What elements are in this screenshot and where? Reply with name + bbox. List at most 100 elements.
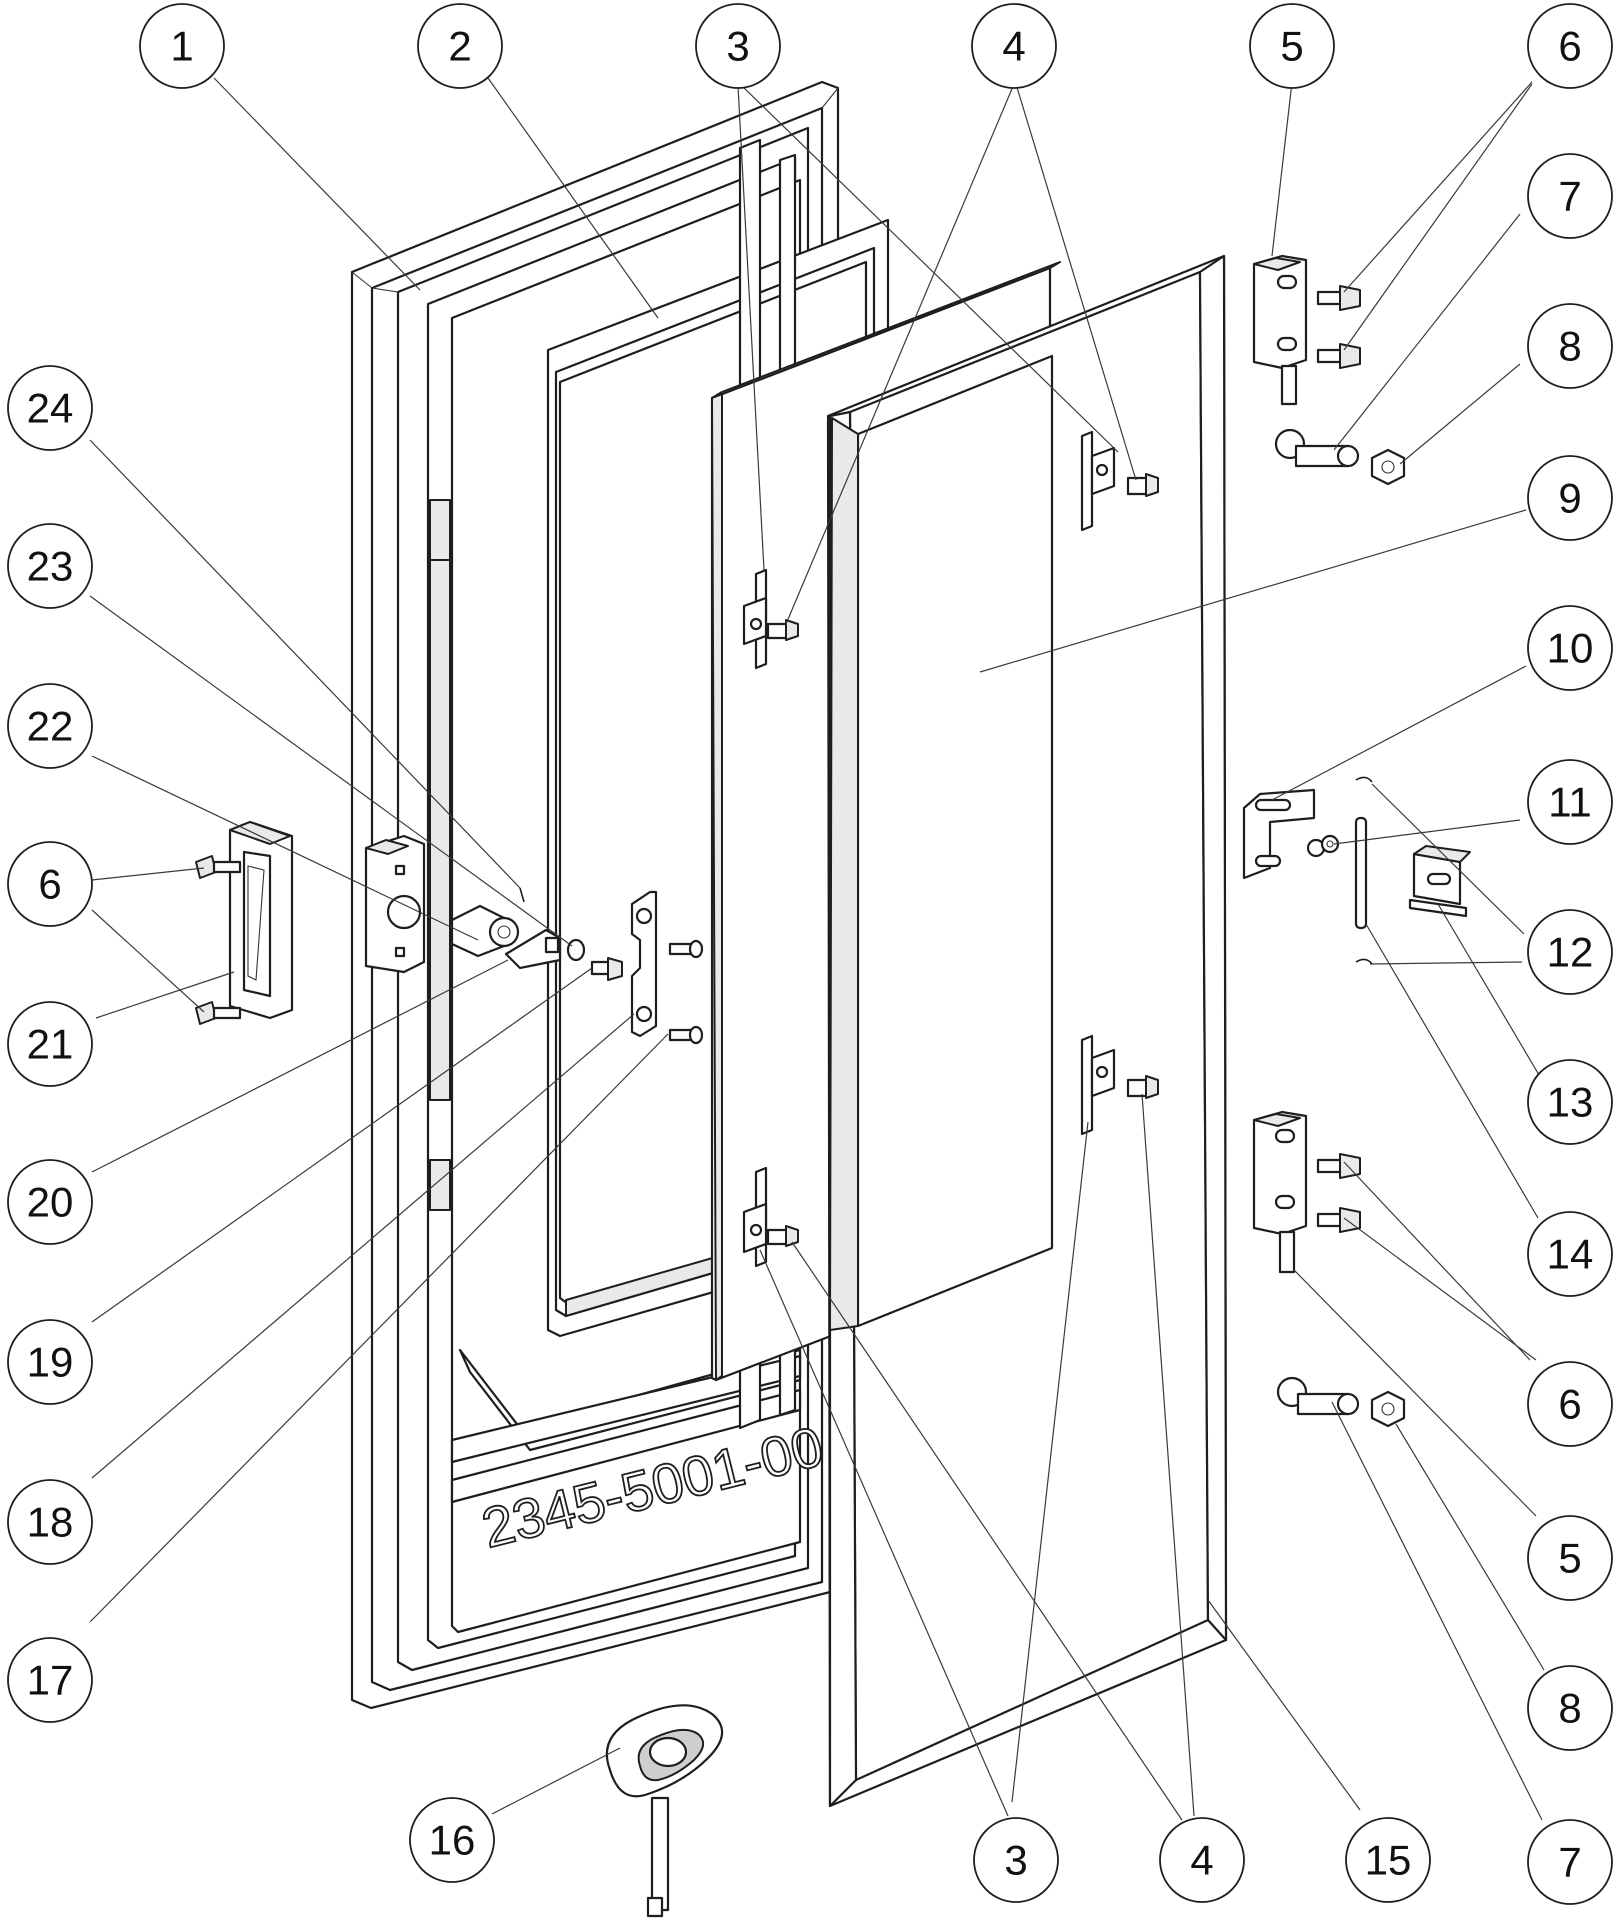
hinge-clip-12-bottom (1355, 958, 1373, 965)
hinge-bolt-lower-1 (1316, 1153, 1361, 1179)
callout-24: 24 (7, 365, 93, 451)
callout-label: 7 (1558, 1839, 1581, 1886)
callout-label: 11 (1548, 779, 1592, 826)
callout-label: 12 (1547, 929, 1594, 976)
callout-label: 2 (448, 23, 471, 70)
hinge-rod-14 (1354, 816, 1368, 930)
callout-label: 16 (429, 1817, 476, 1864)
callout-label: 6 (1558, 1381, 1581, 1428)
bracket-upper-right (1080, 430, 1116, 532)
callout-label: 18 (27, 1499, 74, 1546)
hinge-pin-lower (1276, 1376, 1360, 1416)
callout-22: 22 (7, 683, 93, 769)
callouts: 1 2 3 4 5 6 7 8 9 10 11 12 13 14 6 5 8 7… (7, 3, 1613, 1905)
callout-label: 9 (1558, 475, 1581, 522)
callout-16: 16 (409, 1797, 495, 1883)
callout-label: 6 (38, 861, 61, 908)
callout-label: 8 (1558, 1685, 1581, 1732)
callout-3-bottom: 3 (973, 1817, 1059, 1903)
callout-19: 19 (7, 1319, 93, 1405)
callout-4-bottom: 4 (1159, 1817, 1245, 1903)
callout-15: 15 (1345, 1817, 1431, 1903)
callout-14: 14 (1527, 1211, 1613, 1297)
callout-7-bottom: 7 (1527, 1819, 1613, 1905)
callout-6-left: 6 (7, 841, 93, 927)
callout-label: 20 (27, 1179, 74, 1226)
callout-label: 19 (27, 1339, 74, 1386)
callout-label: 15 (1365, 1837, 1412, 1884)
callout-label: 6 (1558, 23, 1581, 70)
strike-plate-18 (630, 890, 658, 1038)
callout-6-mid: 6 (1527, 1361, 1613, 1447)
callout-label: 1 (170, 23, 193, 70)
hinge-nut-upper (1370, 448, 1406, 486)
lock-pin-24 (519, 887, 525, 903)
callout-18: 18 (7, 1479, 93, 1565)
callout-5-bottom: 5 (1527, 1515, 1613, 1601)
hinge-bracket-10 (1242, 788, 1316, 880)
bolt-upper-left (766, 619, 799, 641)
bracket-lower-left (742, 1166, 768, 1268)
callout-2: 2 (417, 3, 503, 89)
callout-20: 20 (7, 1159, 93, 1245)
hinge-clip-12-top (1355, 776, 1373, 783)
hinge-bolt-upper-2 (1316, 343, 1361, 369)
callout-label: 17 (27, 1657, 74, 1704)
bracket-upper-left (742, 568, 768, 670)
hinge-bolt-upper-1 (1316, 285, 1361, 311)
callout-23: 23 (7, 523, 93, 609)
callout-label: 21 (27, 1021, 74, 1068)
callout-13: 13 (1527, 1059, 1613, 1145)
strike-screw-17a (668, 939, 704, 959)
hinge-pin-upper (1274, 428, 1360, 468)
callout-7-top: 7 (1527, 153, 1613, 239)
callout-label: 13 (1547, 1079, 1594, 1126)
handle-bolt-6-top (195, 855, 242, 879)
hinge-plate-13 (1408, 845, 1471, 918)
callout-5-top: 5 (1249, 3, 1335, 89)
callout-21: 21 (7, 1001, 93, 1087)
callout-label: 23 (27, 543, 74, 590)
strike-screw-17b (668, 1025, 704, 1045)
leader-lines (89, 77, 1545, 1821)
bolt-lower-right (1126, 1075, 1159, 1099)
callout-label: 3 (1004, 1837, 1027, 1884)
callout-label: 5 (1280, 23, 1303, 70)
callout-9: 9 (1527, 455, 1613, 541)
callout-label: 24 (27, 385, 74, 432)
handle-bolt-6-bottom (195, 1001, 242, 1025)
glass-panel (829, 354, 1054, 1331)
callout-8-top: 8 (1527, 303, 1613, 389)
hinge-screw-11 (1306, 834, 1340, 858)
callout-3-top: 3 (695, 3, 781, 89)
callout-label: 3 (726, 23, 749, 70)
callout-6-top: 6 (1527, 3, 1613, 89)
callout-label: 4 (1002, 23, 1025, 70)
hinge-leaf-lower (1252, 1110, 1308, 1274)
hinge-leaf-upper (1252, 254, 1308, 406)
callout-label: 22 (27, 703, 74, 750)
bracket-lower-right (1080, 1034, 1116, 1136)
hinge-bolt-lower-2 (1316, 1207, 1361, 1233)
callout-label: 14 (1547, 1231, 1594, 1278)
callout-label: 5 (1558, 1535, 1581, 1582)
handle-21 (228, 820, 294, 1020)
callout-label: 8 (1558, 323, 1581, 370)
callout-label: 7 (1558, 173, 1581, 220)
bolt-lower-left (766, 1225, 799, 1247)
callout-11: 11 (1527, 759, 1613, 845)
bolt-upper-right (1126, 473, 1159, 497)
callout-10: 10 (1527, 605, 1613, 691)
callout-12: 12 (1527, 909, 1613, 995)
callout-17: 17 (7, 1637, 93, 1723)
lock-tongue-20 (504, 928, 562, 970)
callout-label: 10 (1547, 625, 1594, 672)
hinge-nut-lower (1370, 1390, 1406, 1428)
lock-washer-23 (566, 938, 586, 962)
key-16 (605, 1704, 724, 1918)
callout-4-top: 4 (971, 3, 1057, 89)
callout-1: 1 (139, 3, 225, 89)
callout-label: 4 (1190, 1837, 1213, 1884)
lock-cylinder-22 (450, 904, 520, 958)
